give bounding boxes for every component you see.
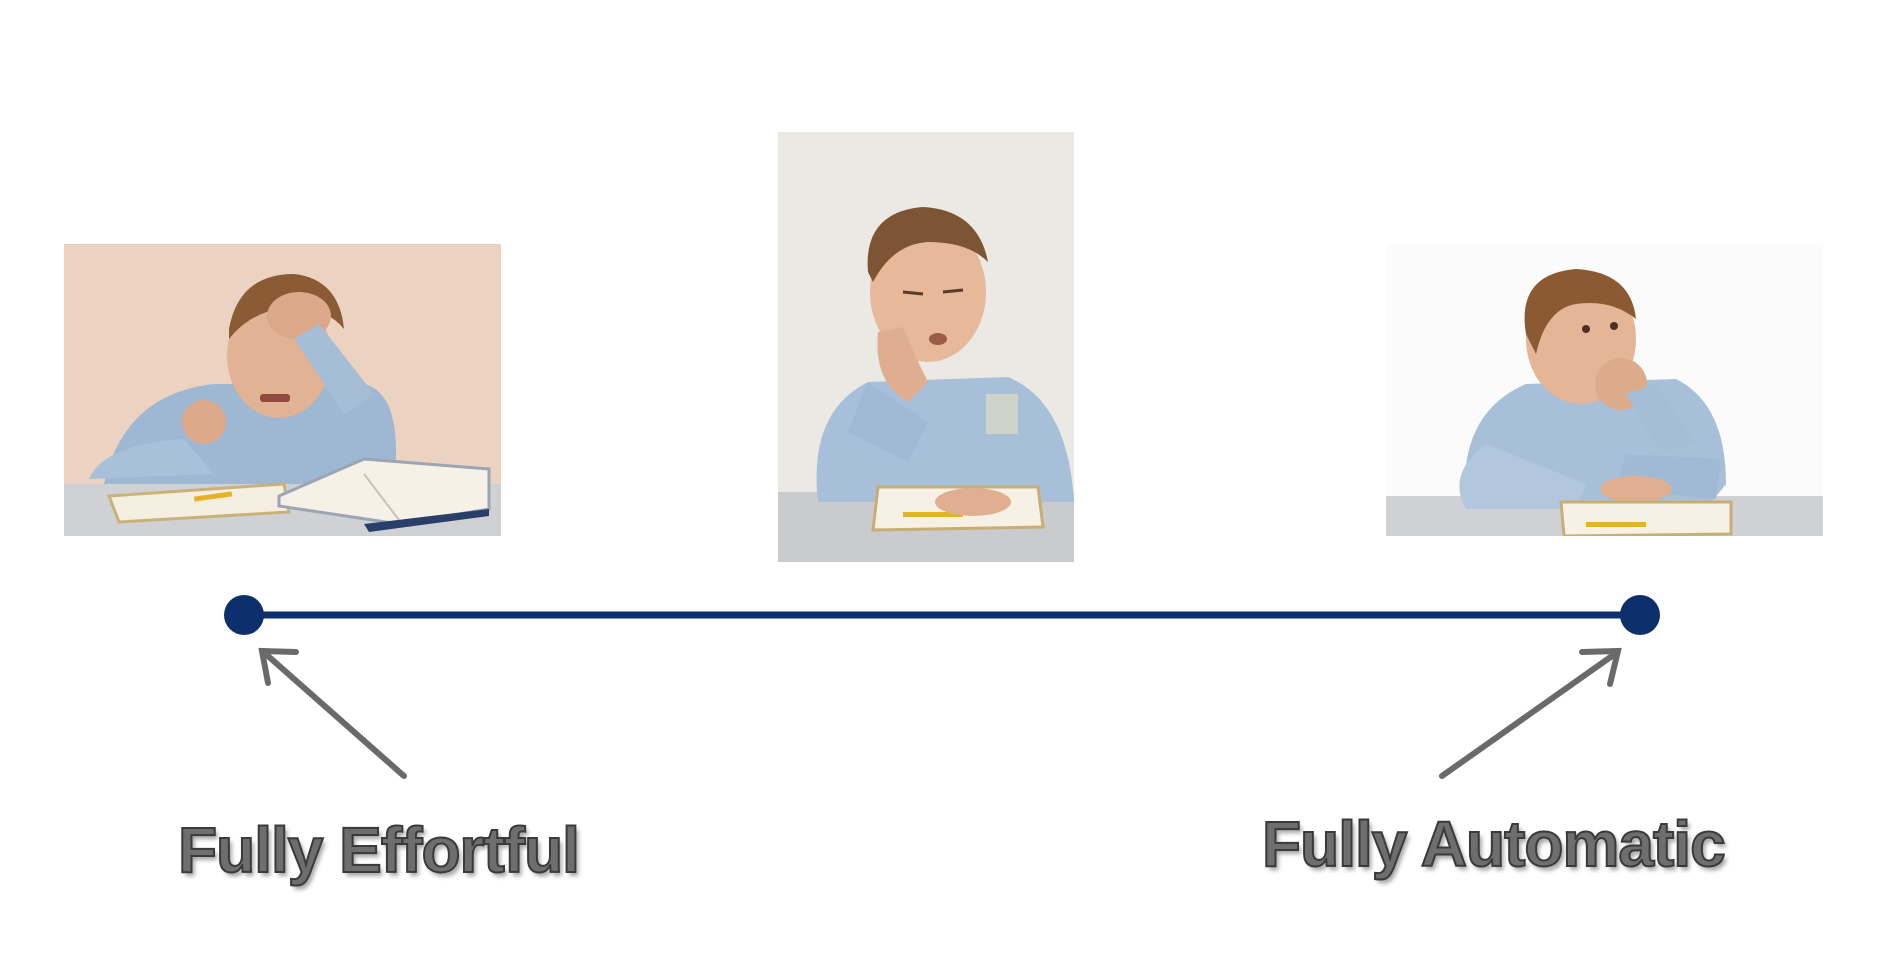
arrow-to-start [258,647,407,779]
timeline-end-dot [1620,595,1660,635]
label-fully-automatic: Fully Automatic [1261,808,1727,880]
label-fully-effortful: Fully Effortful [177,814,581,886]
photo-bored-boy [778,132,1074,562]
arrow-to-end [1439,647,1622,779]
photo-frustrated-boy [64,244,501,536]
timeline-start-dot [224,595,264,635]
photo-thoughtful-boy [1386,244,1823,536]
